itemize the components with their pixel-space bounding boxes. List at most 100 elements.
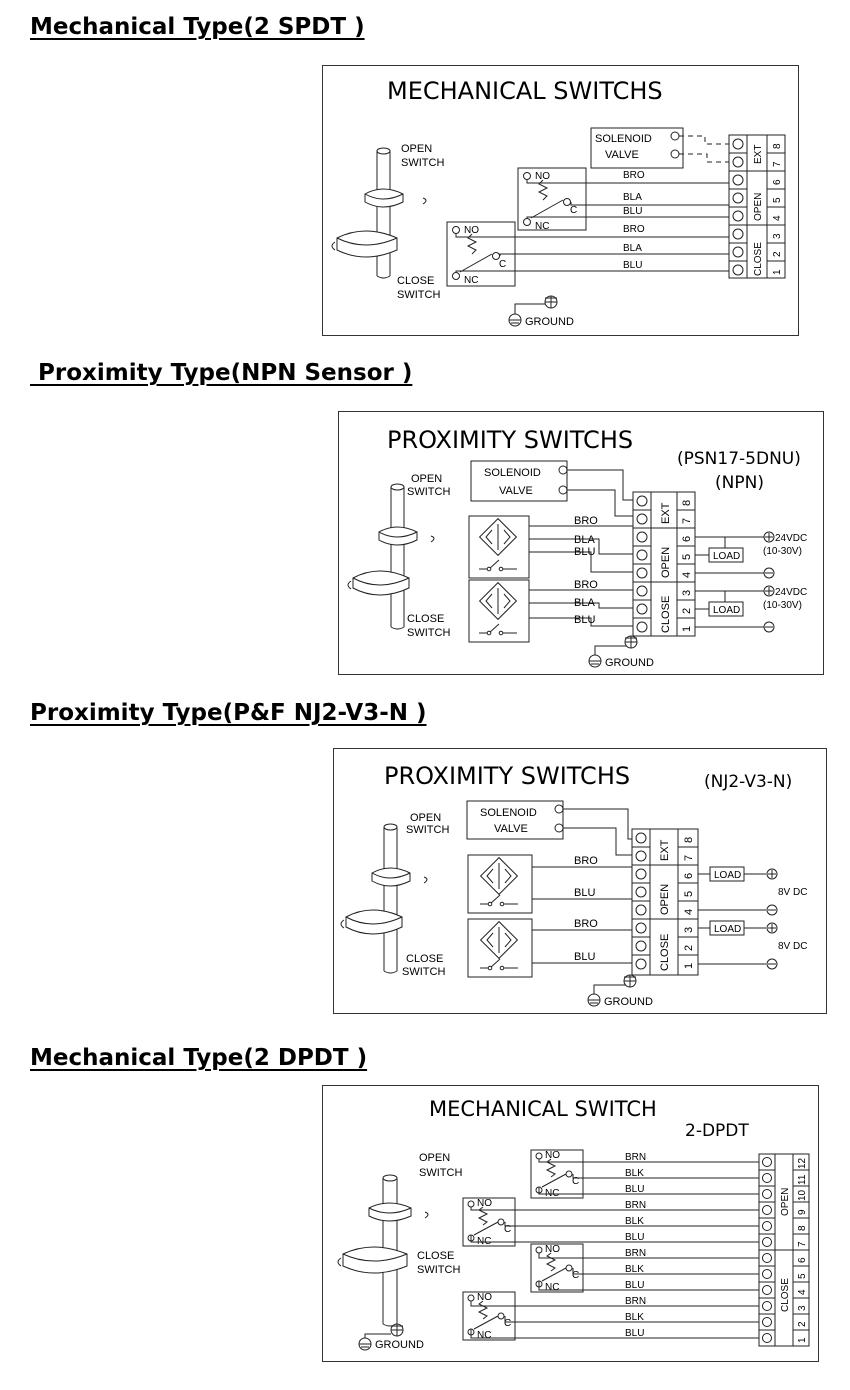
- section-title-mechanical-spdt: Mechanical Type(2 SPDT ): [30, 14, 365, 40]
- svg-text:BRN: BRN: [625, 1248, 646, 1259]
- svg-text:8: 8: [683, 837, 695, 843]
- svg-text:GROUND: GROUND: [375, 1339, 424, 1351]
- actuator-shaft-icon: [340, 823, 428, 974]
- svg-text:NO: NO: [477, 1292, 492, 1303]
- model-label: (NJ2-V3-N): [704, 772, 792, 792]
- svg-text:BLU: BLU: [625, 1328, 644, 1339]
- open-switch-label-line2: SWITCH: [401, 157, 444, 169]
- minus-terminal-icon: [763, 567, 775, 579]
- terminal-strip: EXT OPEN CLOSE 8 7 6 5 4 3 2 1: [728, 134, 786, 279]
- svg-text:NO: NO: [477, 1198, 492, 1209]
- svg-text:3: 3: [683, 927, 695, 933]
- svg-text:BLU: BLU: [574, 614, 595, 626]
- svg-text:5: 5: [681, 554, 693, 560]
- close-switch-label-line2: SWITCH: [397, 289, 440, 301]
- svg-text:LOAD: LOAD: [713, 551, 740, 562]
- minus-terminal-icon: [766, 904, 778, 916]
- svg-text:SWITCH: SWITCH: [402, 966, 445, 978]
- svg-text:NO: NO: [464, 225, 479, 236]
- svg-text:NO: NO: [535, 171, 550, 182]
- svg-text:BLU: BLU: [574, 951, 595, 963]
- svg-text:EXT: EXT: [753, 145, 764, 164]
- svg-text:NO: NO: [545, 1150, 560, 1161]
- svg-text:BLK: BLK: [625, 1312, 644, 1323]
- svg-text:SWITCH: SWITCH: [407, 627, 450, 639]
- svg-text:24VDC: 24VDC: [775, 587, 807, 598]
- minus-terminal-icon: [763, 621, 775, 633]
- svg-text:(10-30V): (10-30V): [763, 600, 802, 611]
- svg-text:6: 6: [772, 179, 783, 185]
- section-title-proximity-npn: Proximity Type(NPN Sensor ): [30, 360, 413, 386]
- svg-text:EXT: EXT: [660, 502, 672, 524]
- close-wire-3: BLU: [623, 260, 642, 271]
- svg-text:BLA: BLA: [574, 597, 595, 609]
- svg-text:C: C: [504, 1224, 511, 1235]
- plus-terminal-icon: [763, 585, 775, 597]
- svg-text:BLK: BLK: [625, 1216, 644, 1227]
- plus-terminal-icon: [766, 922, 778, 934]
- terminal-strip: EXT OPEN CLOSE 8 7 6 5 4 3 2 1: [631, 828, 699, 976]
- svg-text:4: 4: [772, 215, 783, 221]
- svg-text:NC: NC: [535, 221, 549, 232]
- open-wire-2: BLA: [623, 192, 642, 203]
- svg-text:CLOSE: CLOSE: [417, 1250, 454, 1262]
- proximity-pf-diagram: PROXIMITY SWITCHS (NJ2-V3-N) OPEN SWITCH…: [333, 748, 827, 1014]
- svg-text:BLU: BLU: [625, 1184, 644, 1195]
- diagram-heading: MECHANICAL SWITCHS: [387, 77, 663, 105]
- svg-text:8V DC: 8V DC: [778, 941, 807, 952]
- svg-text:SWITCH: SWITCH: [407, 486, 450, 498]
- svg-text:OPEN: OPEN: [411, 473, 442, 485]
- svg-text:C: C: [572, 1270, 579, 1281]
- svg-text:VALVE: VALVE: [499, 485, 533, 497]
- open-wire-3: BLU: [623, 206, 642, 217]
- svg-text:CLOSE: CLOSE: [660, 596, 672, 633]
- svg-text:4: 4: [797, 1289, 808, 1295]
- svg-text:1: 1: [772, 269, 783, 275]
- mechanical-dpdt-diagram: MECHANICAL SWITCH 2-DPDT OPEN SWITCH CLO…: [322, 1085, 819, 1362]
- svg-text:4: 4: [681, 572, 693, 578]
- svg-text:OPEN: OPEN: [660, 547, 672, 578]
- svg-text:BRO: BRO: [574, 579, 598, 591]
- svg-text:7: 7: [772, 161, 783, 167]
- solenoid-label-line2: VALVE: [605, 149, 639, 161]
- svg-text:CLOSE: CLOSE: [406, 953, 443, 965]
- svg-text:EXT: EXT: [659, 839, 671, 861]
- svg-text:9: 9: [797, 1209, 808, 1215]
- svg-text:OPEN: OPEN: [419, 1152, 450, 1164]
- section-title-mechanical-dpdt: Mechanical Type(2 DPDT ): [30, 1045, 368, 1071]
- section-title-proximity-pf: Proximity Type(P&F NJ2-V3-N ): [30, 700, 427, 726]
- svg-text:NC: NC: [464, 275, 478, 286]
- svg-text:BRN: BRN: [625, 1200, 646, 1211]
- close-switch-label-line1: CLOSE: [397, 275, 434, 287]
- svg-text:10: 10: [797, 1189, 808, 1201]
- svg-text:SWITCH: SWITCH: [419, 1167, 462, 1179]
- diagram-heading: PROXIMITY SWITCHS: [384, 762, 630, 790]
- svg-text:GROUND: GROUND: [604, 996, 653, 1008]
- proximity-npn-diagram: PROXIMITY SWITCHS (PSN17-5DNU) (NPN) OPE…: [338, 411, 824, 675]
- svg-text:5: 5: [772, 197, 783, 203]
- close-wire-2: BLA: [623, 243, 642, 254]
- load-box-open: [709, 866, 745, 882]
- load-box-open: [708, 547, 744, 563]
- dpdt-switch-4: NO NC C: [462, 1291, 516, 1341]
- svg-text:2: 2: [681, 608, 693, 614]
- svg-text:SWITCH: SWITCH: [417, 1264, 460, 1276]
- actuator-shaft-icon: [331, 147, 427, 279]
- open-spdt-switch: NO NC C: [517, 167, 587, 232]
- svg-text:C: C: [570, 205, 577, 216]
- svg-text:(10-30V): (10-30V): [763, 546, 802, 557]
- ground-icon: [508, 295, 558, 327]
- open-proximity-sensor: [468, 515, 530, 579]
- svg-text:6: 6: [681, 536, 693, 542]
- svg-text:1: 1: [681, 626, 693, 632]
- ground-icon: [588, 635, 638, 668]
- svg-text:5: 5: [797, 1273, 808, 1279]
- svg-text:C: C: [572, 1176, 579, 1187]
- diagram-heading: MECHANICAL SWITCH: [429, 1097, 657, 1121]
- svg-text:8V DC: 8V DC: [778, 887, 807, 898]
- minus-terminal-icon: [766, 958, 778, 970]
- model-label: 2-DPDT: [685, 1121, 749, 1141]
- open-proximity-sensor: [467, 854, 533, 914]
- svg-text:8: 8: [797, 1225, 808, 1231]
- svg-text:NC: NC: [477, 1330, 491, 1341]
